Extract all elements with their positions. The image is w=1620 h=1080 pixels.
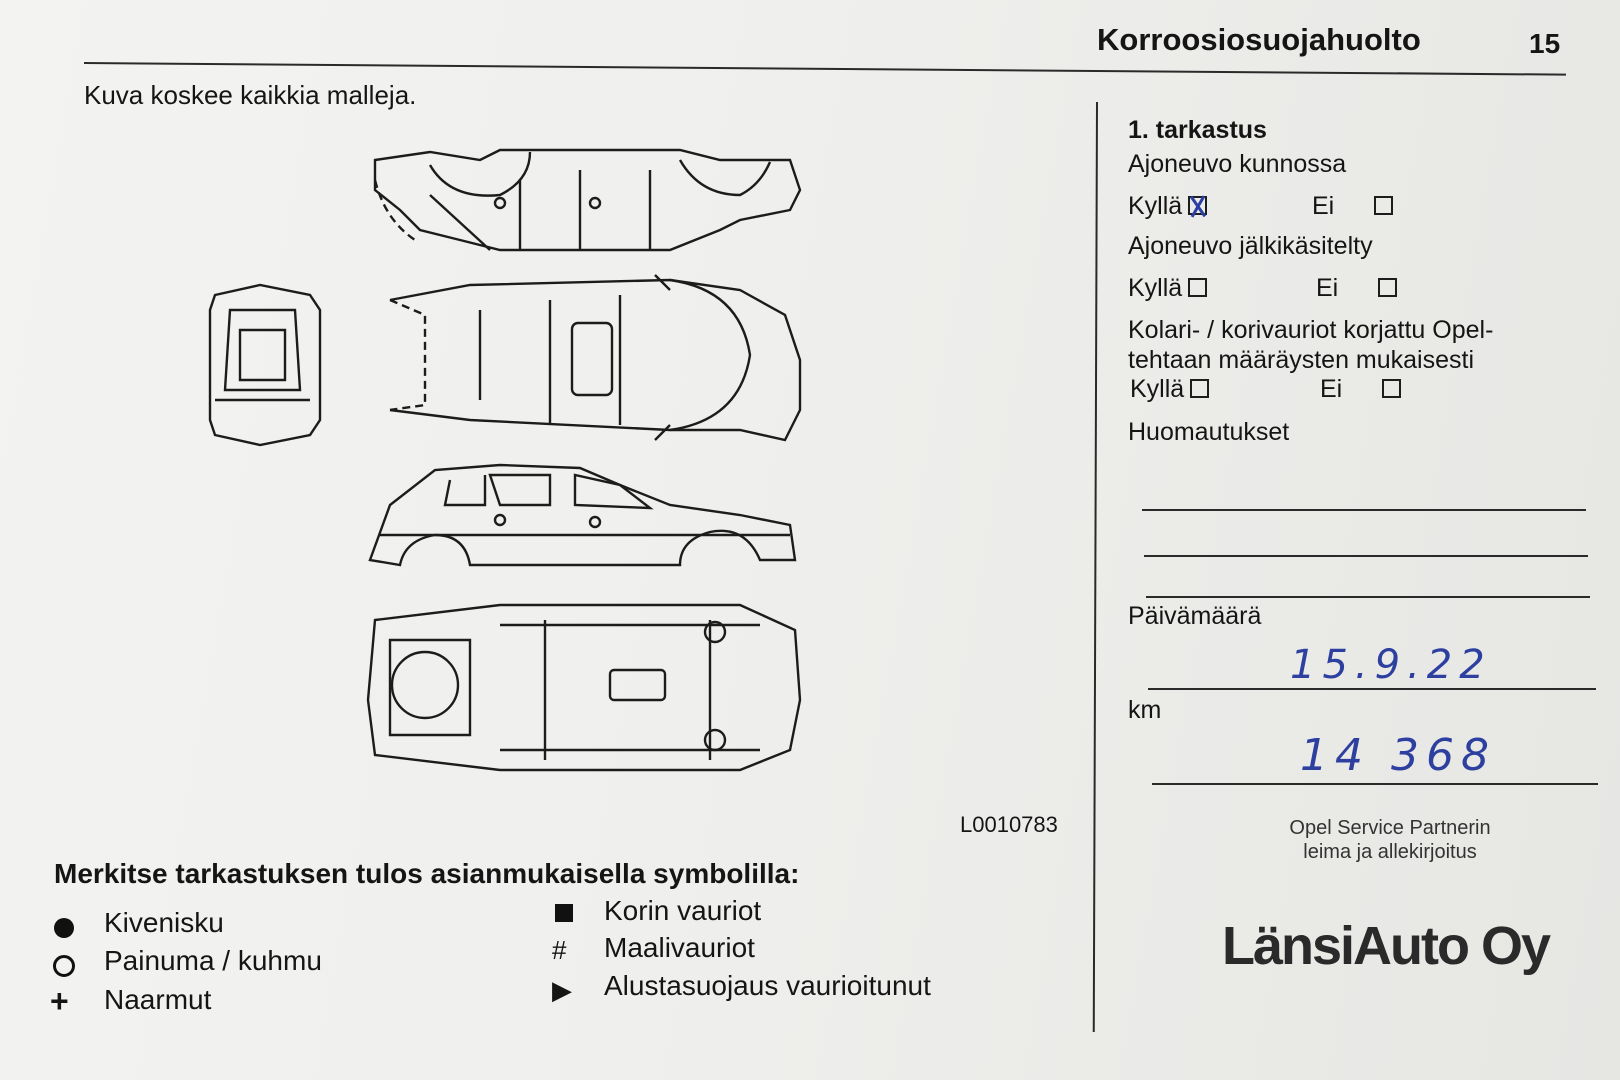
yes-label: Kyllä (1128, 192, 1183, 220)
header-rule (83, 62, 1566, 76)
remarks-label: Huomautukset (1128, 418, 1290, 446)
legend-item-label: Naarmut (104, 984, 212, 1015)
no-label: Ei (1316, 274, 1339, 302)
filled-circle-icon (54, 918, 74, 938)
legend-item-label: Korin vauriot (604, 895, 762, 926)
no-label: Ei (1312, 192, 1335, 220)
page-number: 15 (1529, 28, 1561, 59)
plus-icon: + (50, 983, 69, 1019)
remarks-line[interactable] (1142, 509, 1586, 511)
question-vehicle-ok: Ajoneuvo kunnossa (1128, 150, 1347, 178)
legend-item-label: Painuma / kuhmu (104, 945, 322, 976)
question-repairs-line1: Kolari- / korivauriot korjattu Opel- (1128, 316, 1494, 344)
km-label: km (1128, 696, 1162, 724)
checkbox-no-2[interactable] (1378, 278, 1398, 297)
intro-text: Kuva koskee kaikkia malleja. (84, 80, 417, 110)
dealer-stamp: LänsiAuto Oy (1222, 916, 1551, 976)
answer-yes-3[interactable]: Kyllä (1130, 375, 1210, 404)
inspection-title: 1. tarkastus (1128, 116, 1267, 144)
car-side-view (368, 463, 797, 567)
car-rear-view (208, 283, 322, 447)
checkbox-yes-3[interactable] (1190, 379, 1210, 398)
filled-square-icon (555, 904, 573, 922)
checkbox-yes-2[interactable] (1188, 278, 1208, 297)
ring-icon (53, 955, 75, 977)
answer-no-3[interactable]: Ei (1320, 375, 1402, 404)
figure-code: L0010783 (960, 812, 1058, 837)
page-title: Korroosiosuojahuolto (1097, 22, 1421, 57)
car-underbody-view (366, 603, 802, 772)
date-label: Päivämäärä (1128, 602, 1262, 630)
remarks-line[interactable] (1146, 596, 1590, 598)
triangle-icon: ▶ (552, 975, 572, 1005)
yes-label: Kyllä (1128, 274, 1183, 302)
legend-heading: Merkitse tarkastuksen tulos asianmukaise… (54, 858, 800, 889)
remarks-line[interactable] (1144, 555, 1588, 557)
legend-item-label: Maalivauriot (604, 932, 755, 963)
car-diagram (200, 140, 922, 805)
stamp-caption: Opel Service Partnerin leima ja allekirj… (1289, 817, 1491, 863)
checkbox-no-1[interactable] (1374, 196, 1394, 215)
column-divider (1092, 102, 1098, 1033)
legend-item-label: Alustasuojaus vaurioitunut (604, 970, 931, 1001)
question-repairs-line2: tehtaan määräysten mukaisesti (1128, 346, 1475, 374)
question-aftertreated: Ajoneuvo jälkikäsitelty (1128, 232, 1373, 260)
date-value: 15.9.22 (1290, 642, 1492, 688)
checkbox-yes-1[interactable] (1188, 196, 1208, 215)
car-top-view (389, 274, 802, 442)
answer-no-2[interactable]: Ei (1316, 274, 1398, 303)
hash-icon: # (552, 935, 567, 965)
answer-yes-1[interactable]: Kyllä (1128, 192, 1208, 221)
checkbox-no-3[interactable] (1382, 379, 1402, 398)
answer-no-1[interactable]: Ei (1312, 192, 1394, 221)
yes-label: Kyllä (1130, 375, 1185, 403)
legend-item-label: Kivenisku (104, 907, 224, 938)
date-line[interactable] (1148, 688, 1596, 690)
car-top-upper-outline (373, 148, 802, 252)
km-value: 14 368 (1300, 730, 1496, 781)
km-line[interactable] (1152, 783, 1598, 785)
no-label: Ei (1320, 375, 1343, 403)
answer-yes-2[interactable]: Kyllä (1128, 274, 1208, 303)
